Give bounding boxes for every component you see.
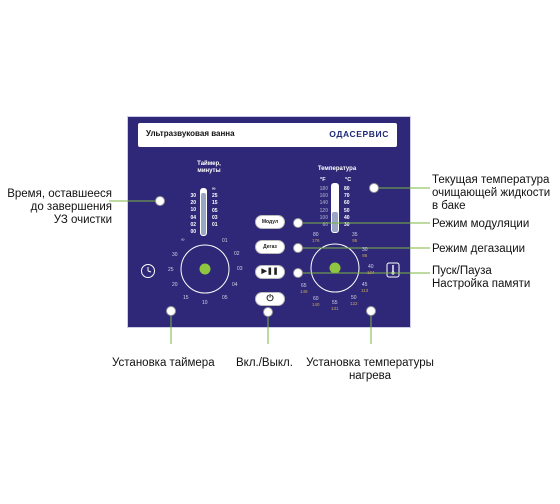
callout-dot-play xyxy=(293,268,303,278)
callout-dot-temp-set xyxy=(366,306,376,316)
callout-play-pause: Пуск/Пауза Настройка памяти xyxy=(432,265,531,290)
callout-temp-set: Установка температуры нагрева xyxy=(306,357,434,382)
brand-logo: ОДАСЕРВИС xyxy=(329,129,389,139)
callout-time-left: Время, оставшееся до завершения УЗ очист… xyxy=(7,188,112,226)
unit-c-label: °C xyxy=(345,177,352,183)
timer-knob-label: ∞ xyxy=(181,237,185,243)
callout-on-off: Вкл./Выкл. xyxy=(236,357,293,369)
callout-dot-time-left xyxy=(155,196,165,206)
timer-bar-fill xyxy=(201,193,206,235)
timer-knob-ring xyxy=(180,244,230,294)
timer-knob-label: 20 xyxy=(172,282,178,288)
timer-knob-dot xyxy=(199,263,211,275)
timer-knob-label: 05 xyxy=(222,295,228,301)
timer-knob-label: 04 xyxy=(232,282,238,288)
callout-dot-on-off xyxy=(263,307,273,317)
clock-icon xyxy=(141,264,155,278)
degas-button[interactable]: Дегаз xyxy=(255,240,285,254)
timer-title-line1: Таймер, xyxy=(197,161,221,167)
timer-title-line2: минуты xyxy=(197,168,221,174)
timer-knob-label: 10 xyxy=(202,300,208,306)
timer-knob-label: 15 xyxy=(183,295,189,301)
timer-knob-label: 02 xyxy=(234,251,240,257)
timer-knob-label: 01 xyxy=(222,238,228,244)
panel-header: Ультразвуковая ванна ОДАСЕРВИС xyxy=(138,123,397,147)
callout-modulation: Режим модуляции xyxy=(432,218,530,230)
callout-dot-modulation xyxy=(293,218,303,228)
callout-dot-current-temp xyxy=(369,183,379,193)
unit-f-label: °F xyxy=(320,177,326,183)
callout-timer-set: Установка таймера xyxy=(112,357,215,369)
timer-bar-indicator xyxy=(200,188,207,236)
callout-degas: Режим дегазации xyxy=(432,243,526,255)
timer-knob-label: 25 xyxy=(168,267,174,273)
callout-dot-timer-set xyxy=(166,306,176,316)
temp-knob-dot xyxy=(329,262,341,274)
callout-current-temp: Текущая температура очищающей жидкости в… xyxy=(432,174,551,212)
timer-gauge-title: Таймер, минуты xyxy=(189,161,229,175)
temp-knob-ring xyxy=(310,243,360,293)
thermometer-icon xyxy=(386,262,400,278)
temp-bar-indicator xyxy=(331,183,339,233)
power-button[interactable]: ⏻ xyxy=(255,292,285,306)
modulation-button[interactable]: Модул xyxy=(255,215,285,229)
callout-dot-degas xyxy=(293,243,303,253)
temp-bar-fill xyxy=(332,212,338,232)
play-pause-button[interactable]: ▶❚❚ xyxy=(255,265,285,279)
panel-title: Ультразвуковая ванна xyxy=(146,129,235,138)
timer-knob-label: 03 xyxy=(237,266,243,272)
temp-gauge-title: Температура xyxy=(317,166,357,172)
timer-knob-label: 30 xyxy=(172,252,178,258)
